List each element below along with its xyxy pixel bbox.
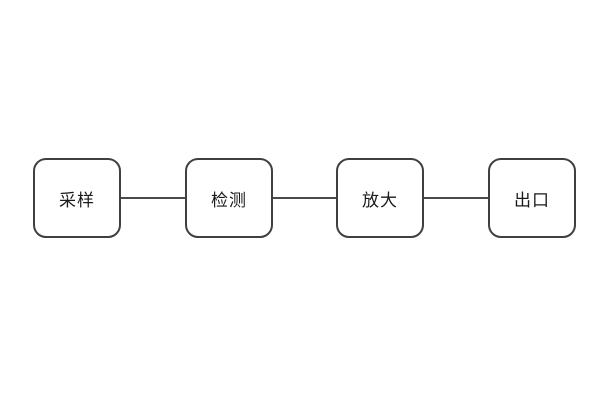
flow-node-amplification-label: 放大 <box>362 190 398 210</box>
flow-node-detection-label: 检测 <box>211 190 247 210</box>
connector-amplification-outlet <box>424 197 488 199</box>
connector-detection-amplification <box>273 197 336 199</box>
flow-node-outlet: 出口 <box>488 158 576 238</box>
flow-node-sampling-label: 采样 <box>59 190 95 210</box>
flow-node-detection: 检测 <box>185 158 273 238</box>
flow-node-outlet-label: 出口 <box>514 190 550 210</box>
flow-node-sampling: 采样 <box>33 158 121 238</box>
connector-sampling-detection <box>121 197 185 199</box>
flow-node-amplification: 放大 <box>336 158 424 238</box>
